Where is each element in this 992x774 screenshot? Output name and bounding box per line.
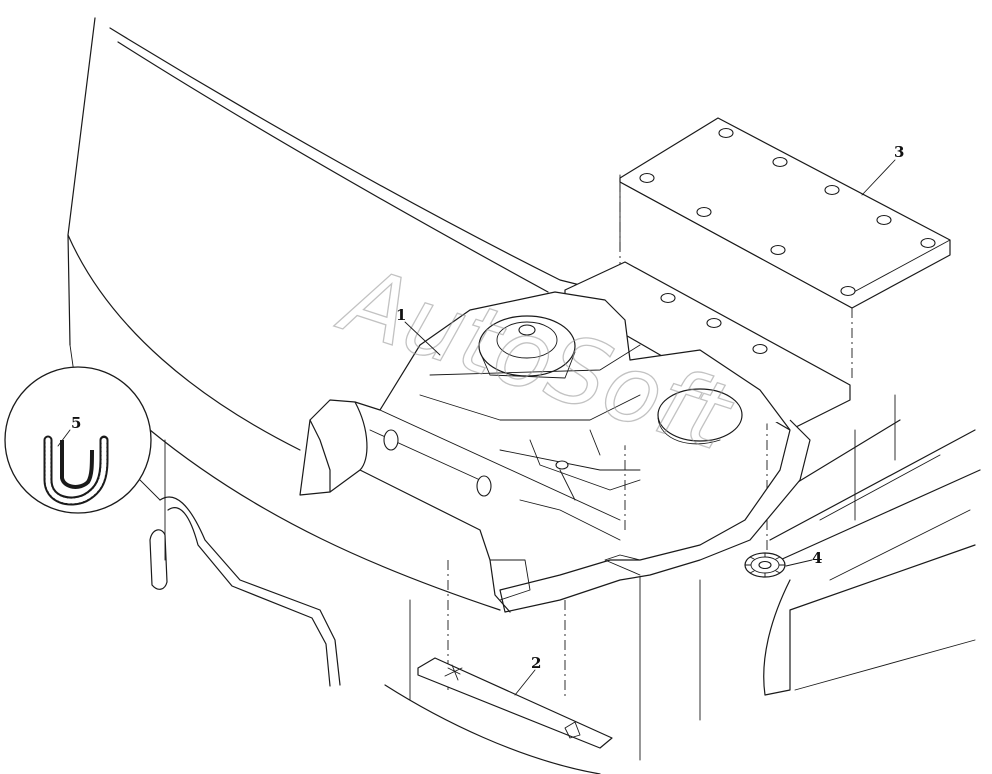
- detail-view-5: [4, 366, 152, 514]
- part-2-strip-plate: [417, 657, 613, 749]
- callout-4: 4: [812, 549, 822, 567]
- callout-3: 3: [894, 143, 904, 161]
- callout-2: 2: [531, 654, 541, 672]
- part-4-lock-washer: [744, 552, 786, 578]
- callout-5: 5: [71, 414, 81, 432]
- hose-pipe: [139, 479, 341, 687]
- leader-lines: [57, 159, 896, 696]
- part-1-floor-pan: [299, 291, 811, 613]
- callout-1: 1: [396, 306, 406, 324]
